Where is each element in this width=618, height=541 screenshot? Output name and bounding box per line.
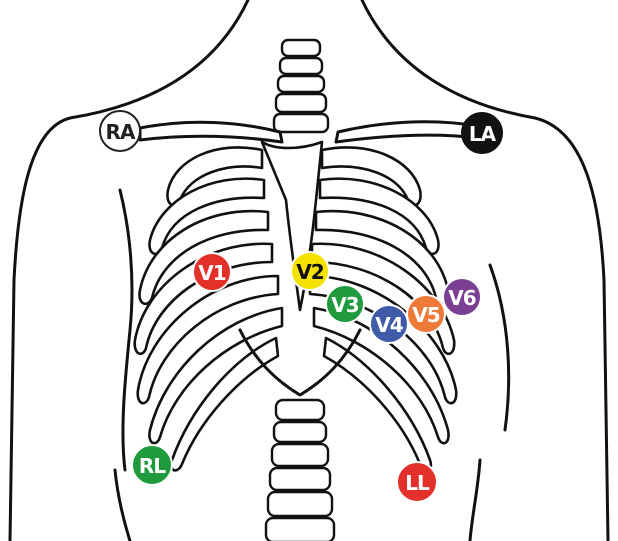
right-arm-line <box>120 190 132 470</box>
electrode-v2-label: V2 <box>296 260 323 284</box>
electrode-ra-label: RA <box>106 120 136 144</box>
electrode-v5-label: V5 <box>412 303 439 327</box>
electrode-v3: V3 <box>326 285 364 323</box>
electrode-v1: V1 <box>193 253 231 291</box>
electrode-rl: RL <box>132 445 172 485</box>
electrode-v5: V5 <box>407 295 445 333</box>
electrode-v1-label: V1 <box>198 261 225 285</box>
lower-torso-line-right <box>470 460 480 541</box>
left-arm-line <box>490 265 509 430</box>
lumbar-spine <box>266 400 334 541</box>
electrode-la: LA <box>462 113 502 153</box>
lower-torso-line <box>115 470 130 541</box>
electrode-la-label: LA <box>469 122 497 146</box>
electrode-v6: V6 <box>443 278 481 316</box>
electrode-ra: RA <box>100 111 140 151</box>
electrode-v6-label: V6 <box>448 286 475 310</box>
electrode-v3-label: V3 <box>331 293 358 317</box>
electrode-v4: V4 <box>370 305 408 343</box>
electrode-ll-label: LL <box>405 471 430 495</box>
cervical-spine <box>274 40 328 132</box>
electrode-v4-label: V4 <box>375 313 402 337</box>
right-ribs <box>135 147 282 470</box>
electrode-rl-label: RL <box>139 454 166 478</box>
electrode-v2: V2 <box>291 252 329 290</box>
electrode-ll: LL <box>397 462 437 502</box>
